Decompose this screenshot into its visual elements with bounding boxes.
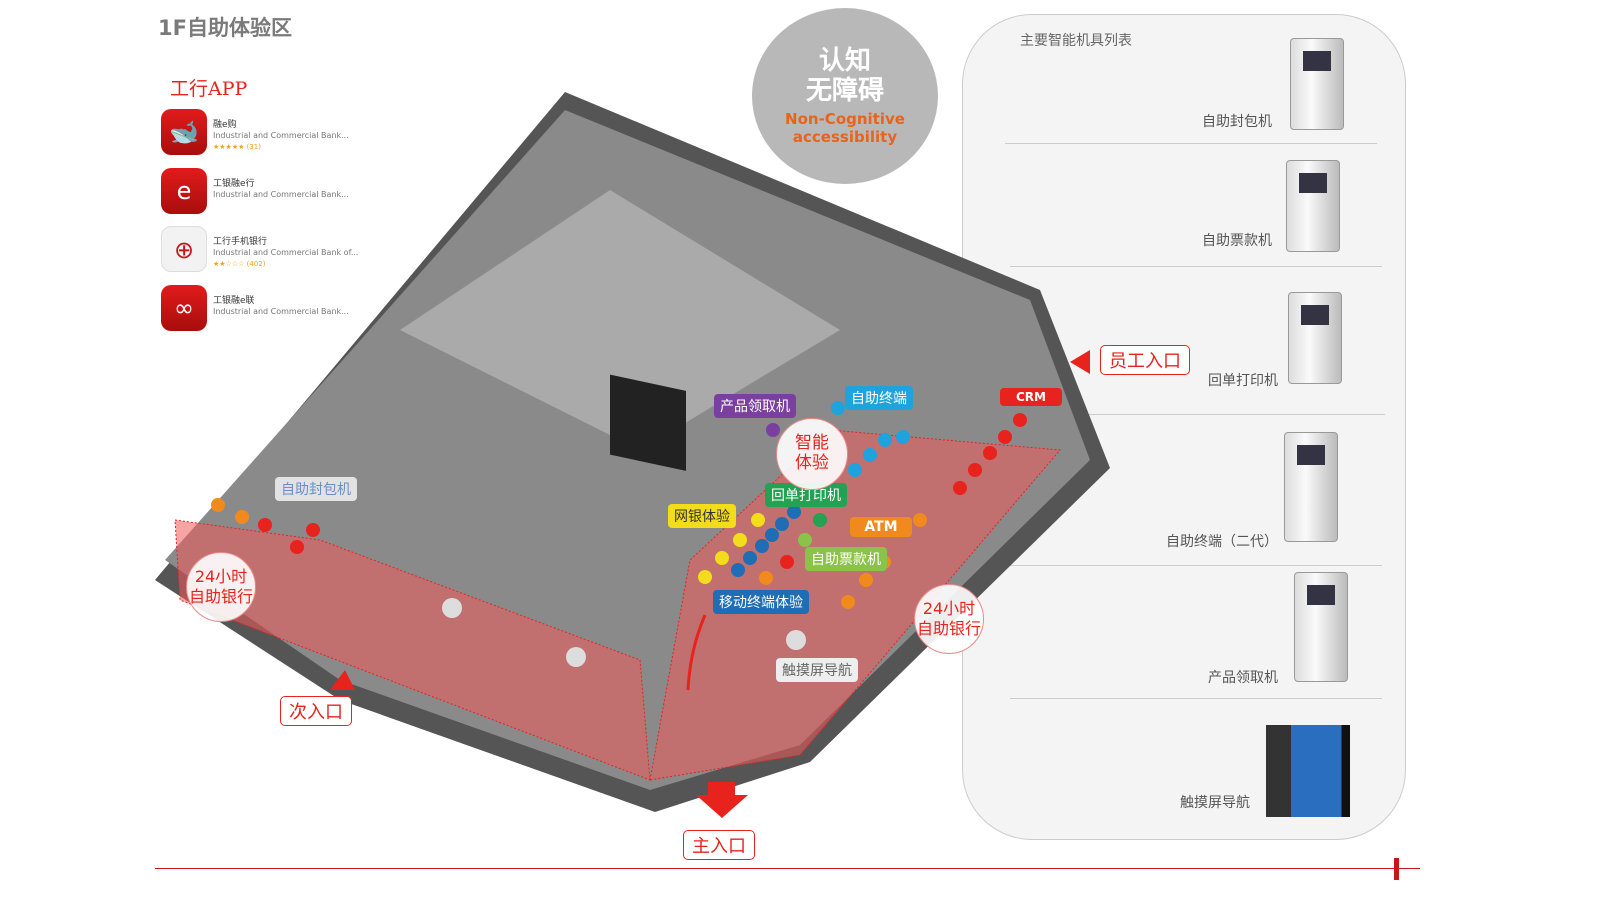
app-item[interactable]: ⊕ 工行手机银行 Industrial and Commercial Bank … xyxy=(161,226,361,276)
main-entrance-label: 主入口 xyxy=(683,830,755,860)
divider xyxy=(1010,565,1382,566)
receipt-printer-image xyxy=(1288,292,1342,384)
app-item[interactable]: 🐋 融e购 Industrial and Commercial Bank... … xyxy=(161,109,361,159)
app-rating: ★★☆☆☆ (402) xyxy=(213,260,266,268)
zone-left-label: 24小时 自助银行 xyxy=(186,552,256,622)
badge-line3: Non-Cognitive xyxy=(785,110,905,128)
tag-atm: ATM xyxy=(850,517,912,537)
tag-ebank: 网银体验 xyxy=(668,504,736,528)
tag-receipt: 回单打印机 xyxy=(765,483,847,507)
machine-label: 回单打印机 xyxy=(1208,373,1278,389)
tag-touch: 触摸屏导航 xyxy=(776,658,858,682)
badge-line1: 认知 xyxy=(818,46,871,76)
machine-label: 触摸屏导航 xyxy=(1180,795,1250,811)
app-rating: ★★★★★ (31) xyxy=(213,143,261,151)
app-subtitle: Industrial and Commercial Bank of... xyxy=(213,248,359,257)
staff-entrance-label: 员工入口 xyxy=(1100,345,1190,375)
divider xyxy=(1005,143,1377,144)
app-name: 工银融e联 xyxy=(213,296,255,306)
machine-label: 自助封包机 xyxy=(1202,114,1272,130)
icbc-logo-icon: ⊕ xyxy=(161,226,207,272)
machine-label: 自助终端（二代） xyxy=(1166,534,1278,550)
secondary-entrance-arrow xyxy=(330,670,355,690)
machine-label: 产品领取机 xyxy=(1208,670,1278,686)
app-subtitle: Industrial and Commercial Bank... xyxy=(213,131,349,140)
apps-heading: 工行APP xyxy=(170,78,248,100)
divider xyxy=(1010,698,1382,699)
video-wall xyxy=(610,374,686,471)
rings-icon: ∞ xyxy=(161,285,207,331)
cash-machine-image xyxy=(1286,160,1340,252)
tag-mobile: 移动终端体验 xyxy=(713,590,809,614)
touch-navigation-image xyxy=(1266,725,1350,817)
app-item[interactable]: ∞ 工银融e联 Industrial and Commercial Bank..… xyxy=(161,285,361,335)
secondary-entrance-label: 次入口 xyxy=(280,696,352,726)
tag-product: 产品领取机 xyxy=(714,394,796,418)
zone-smart: 智能 体验 xyxy=(776,418,848,490)
app-name: 工行手机银行 xyxy=(213,237,268,247)
app-name: 融e购 xyxy=(213,120,237,130)
badge-line4: accessibility xyxy=(792,128,898,146)
tag-terminal: 自助终端 xyxy=(845,386,913,410)
tag-seal: 自助封包机 xyxy=(275,477,357,501)
app-subtitle: Industrial and Commercial Bank... xyxy=(213,190,349,199)
app-subtitle: Industrial and Commercial Bank... xyxy=(213,307,349,316)
page-title: 1F自助体验区 xyxy=(158,16,292,40)
e-icon: e xyxy=(161,168,207,214)
bottom-marker xyxy=(1394,858,1399,880)
panel-title: 主要智能机具列表 xyxy=(1020,33,1132,49)
staff-entrance-arrow xyxy=(1070,350,1090,374)
main-entrance-arrow xyxy=(696,782,748,818)
tag-cash: 自助票款机 xyxy=(805,547,887,571)
bottom-rule xyxy=(155,868,1420,869)
app-name: 工银融e行 xyxy=(213,179,255,189)
terminal-image xyxy=(1284,432,1338,542)
divider xyxy=(1010,266,1382,267)
whale-icon: 🐋 xyxy=(161,109,207,155)
flow-arrow xyxy=(686,614,707,691)
divider xyxy=(1010,414,1385,415)
office-area xyxy=(400,190,840,450)
machine-label: 自助票款机 xyxy=(1202,233,1272,249)
product-machine-image xyxy=(1294,572,1348,682)
tag-crm: CRM xyxy=(1000,388,1062,406)
seal-machine-image xyxy=(1290,38,1344,130)
badge-line2: 无障碍 xyxy=(805,76,884,106)
zone-right-label: 24小时 自助银行 xyxy=(914,584,984,654)
zone-24h-left xyxy=(174,519,651,781)
app-item[interactable]: e 工银融e行 Industrial and Commercial Bank..… xyxy=(161,168,361,218)
